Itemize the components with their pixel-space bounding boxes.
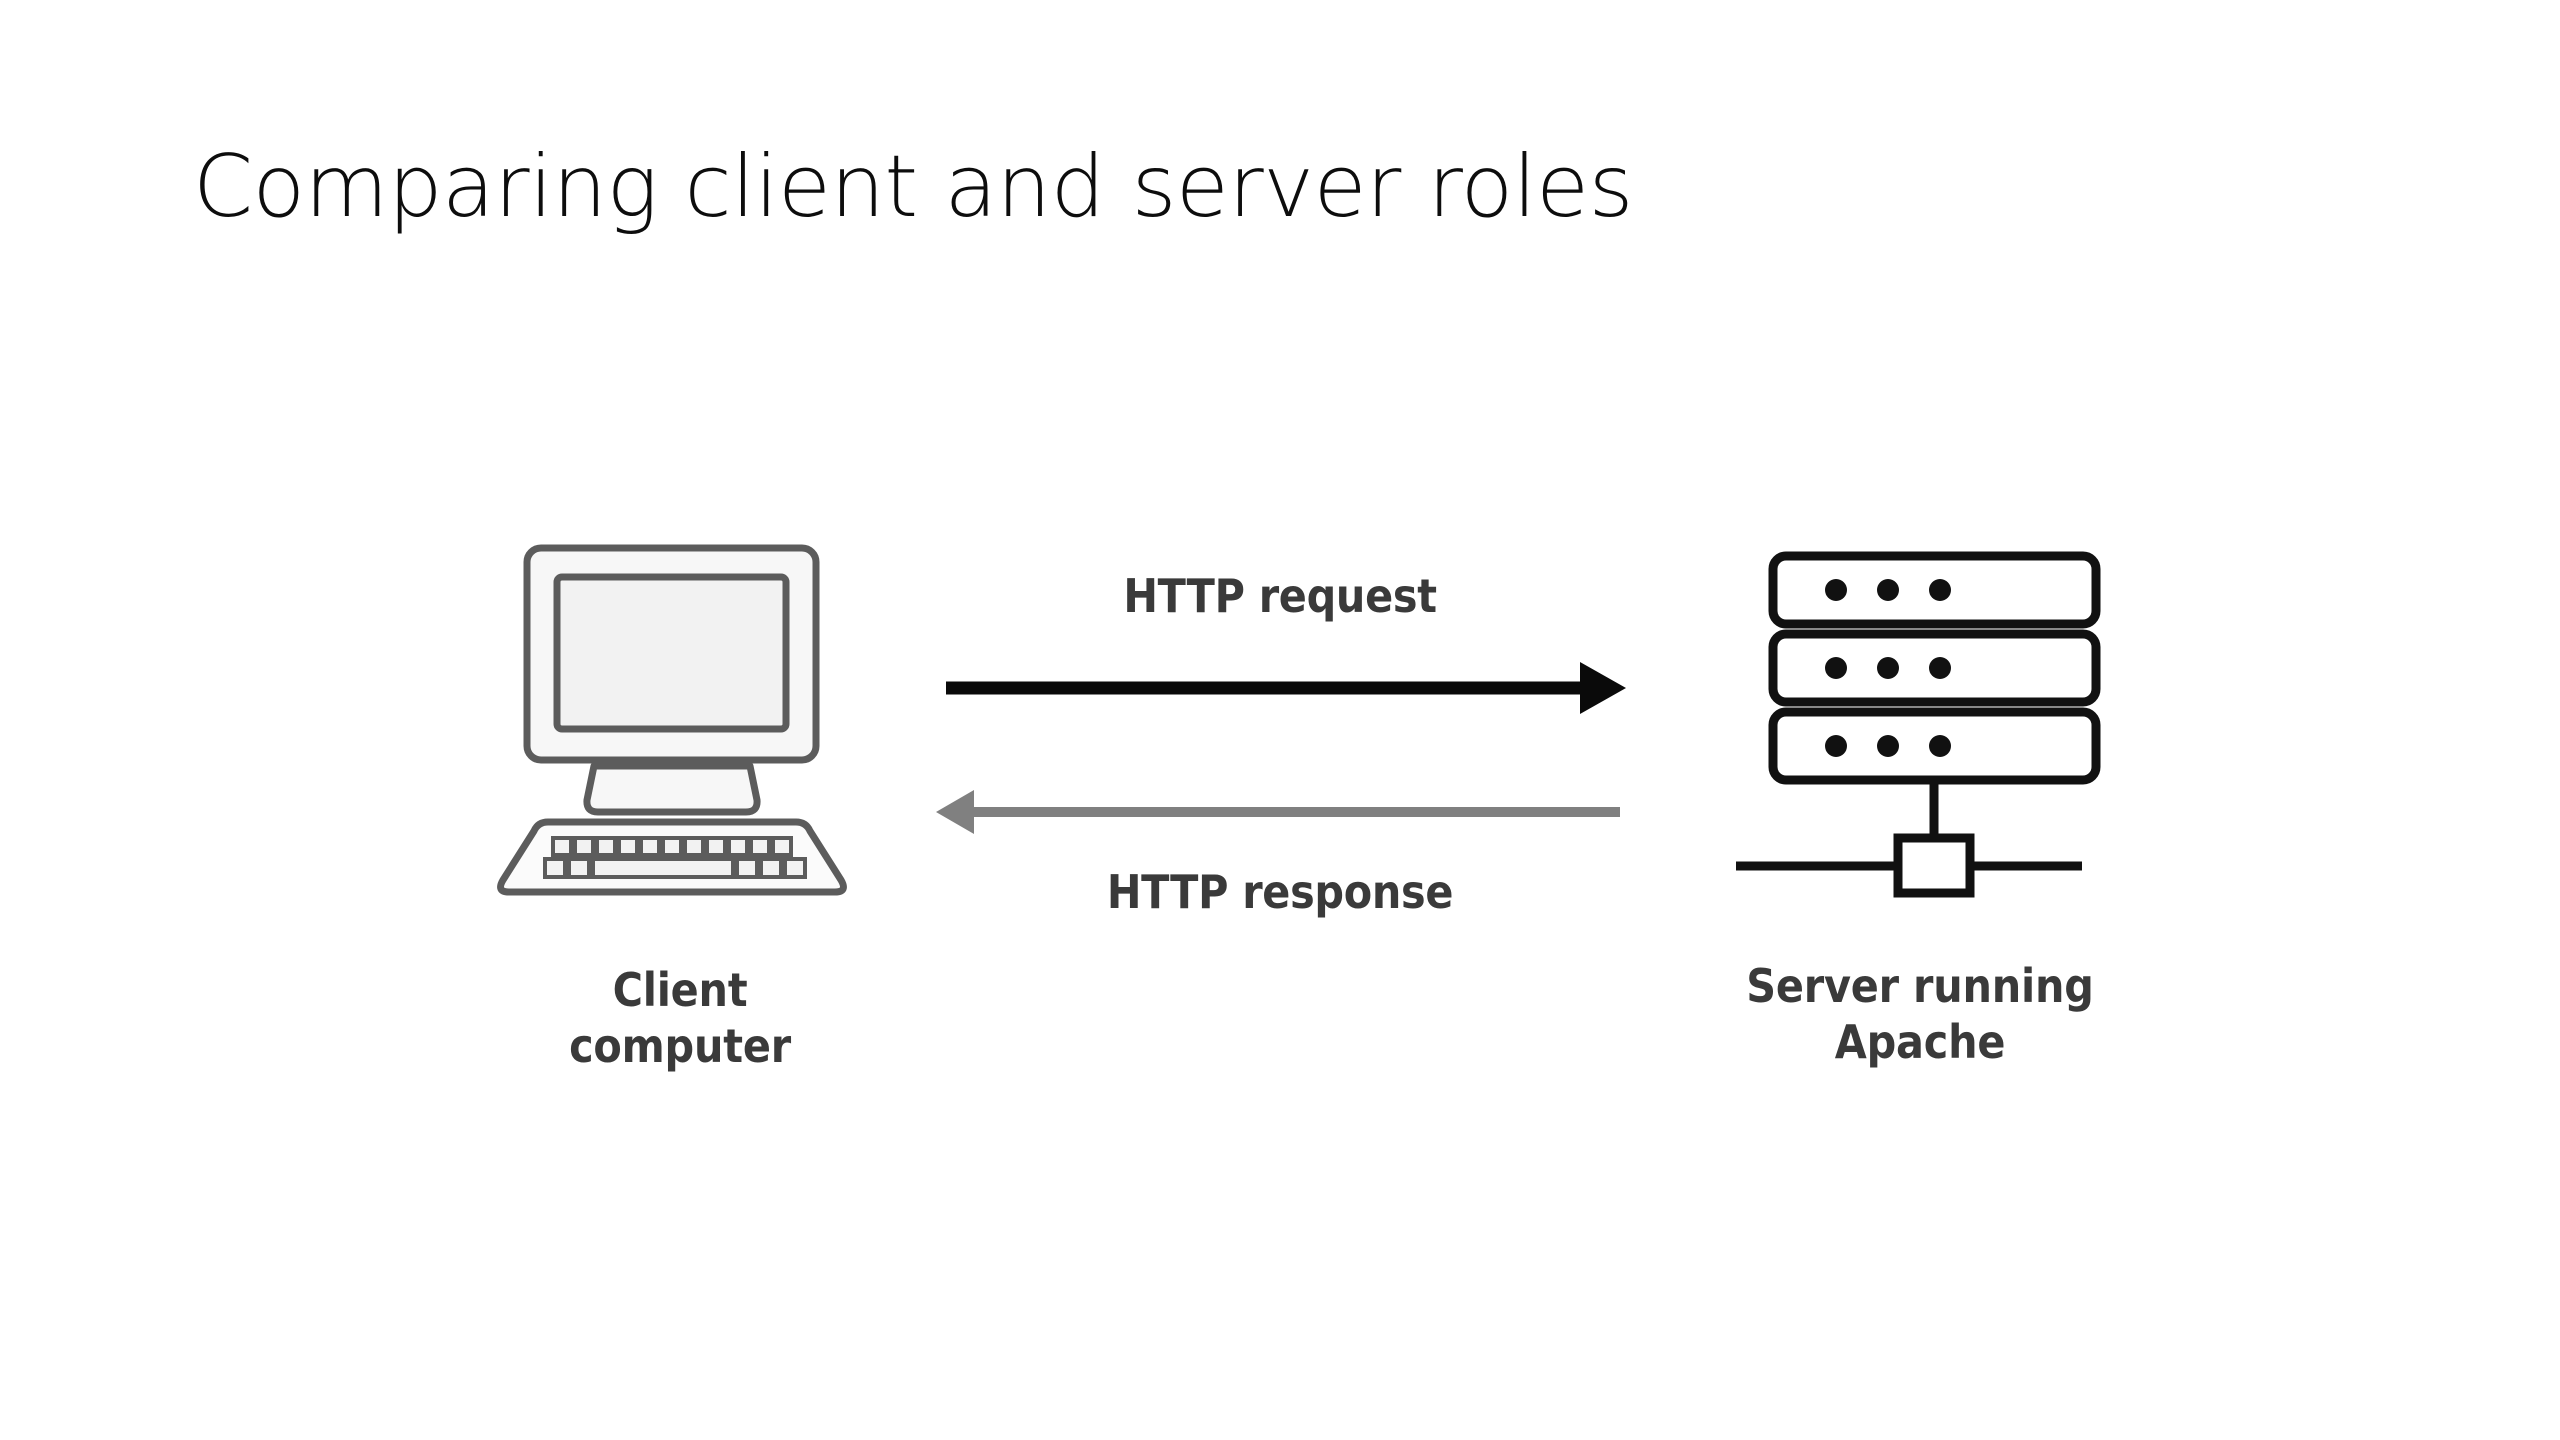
http-response-arrow [936, 790, 1620, 834]
monitor-stand [583, 762, 761, 816]
network-connector-box [1893, 833, 1975, 898]
server-led-3-2 [1877, 735, 1899, 757]
http-response-label: HTTP response [1106, 865, 1454, 919]
response-arrow-head [936, 790, 974, 834]
server-led-2-1 [1825, 657, 1847, 679]
request-arrow-head [1580, 662, 1626, 714]
server-led-1-2 [1877, 579, 1899, 601]
desktop-computer-icon [497, 544, 847, 896]
server-led-1-1 [1825, 579, 1847, 601]
monitor-screen [553, 573, 790, 733]
server-led-3-3 [1929, 735, 1951, 757]
server-apache-caption: Server running Apache [1746, 959, 2094, 1070]
server-led-1-3 [1929, 579, 1951, 601]
server-rack-icon [1736, 551, 2101, 898]
page-title: Comparing client and server roles [193, 137, 1633, 237]
server-led-3-1 [1825, 735, 1847, 757]
server-led-2-3 [1929, 657, 1951, 679]
http-request-label: HTTP request [1123, 569, 1437, 623]
server-led-2-2 [1877, 657, 1899, 679]
keyboard-keys [543, 836, 807, 879]
http-request-arrow [946, 662, 1626, 714]
client-computer-caption: Client computer [569, 963, 791, 1074]
